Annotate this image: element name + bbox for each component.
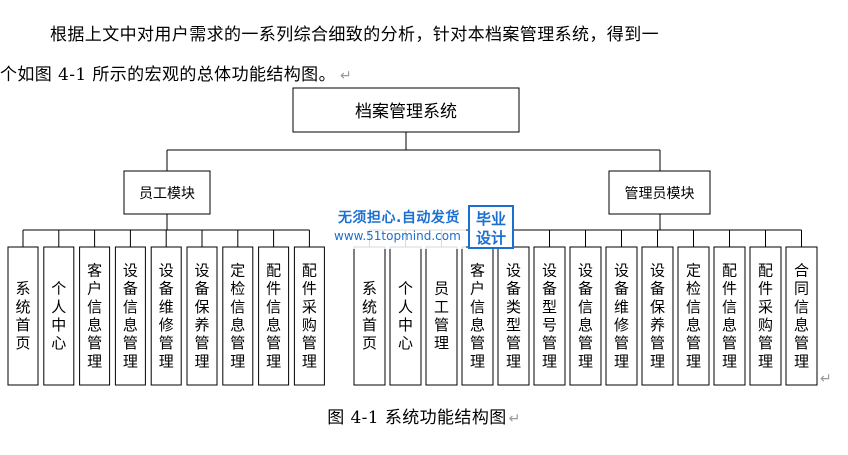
watermark-badge: 毕业 设计	[468, 205, 514, 249]
watermark-text-block: 无须担心.自动发货 www.51topmind.com	[330, 203, 466, 249]
admin-leaf-label: 配件信息管理	[722, 261, 737, 370]
caption-text: 图 4-1 系统功能结构图	[327, 408, 507, 428]
staff-leaf-label: 配件采购管理	[302, 261, 317, 370]
staff-leaf-label: 系统首页	[15, 280, 30, 353]
staff-leaf-box	[293, 246, 325, 386]
watermark-badge-line-1: 毕业	[475, 210, 506, 228]
watermark: 无须担心.自动发货 www.51topmind.com 毕业 设计	[330, 203, 516, 249]
staff-leaf-label: 定检信息管理	[230, 261, 245, 370]
staff-leaf-label: 设备维修管理	[159, 261, 174, 370]
end-paragraph-mark: ↵	[820, 371, 832, 387]
staff-leaf-label: 配件信息管理	[266, 261, 281, 370]
admin-leaf-label: 员工管理	[434, 280, 449, 353]
admin-leaf-box	[497, 246, 530, 386]
staff-module-box	[123, 170, 211, 215]
admin-leaf-label: 设备型号管理	[542, 261, 557, 370]
admin-leaf-label: 个人中心	[398, 280, 413, 353]
staff-leaf-box	[43, 246, 75, 386]
paragraph-line-2: 个如图 4-1 所示的宏观的总体功能结构图。↵	[0, 60, 352, 85]
admin-leaf-box	[353, 246, 386, 386]
admin-leaf-label: 客户信息管理	[470, 261, 485, 370]
admin-leaf-box	[461, 246, 494, 386]
caption-mark: ↵	[508, 411, 521, 427]
admin-module-label: 管理员模块	[625, 186, 695, 202]
admin-leaf-box	[569, 246, 602, 386]
admin-leaf-label: 配件采购管理	[758, 261, 773, 370]
paragraph-mark: ↵	[339, 68, 353, 84]
staff-leaf-label: 个人中心	[51, 280, 66, 353]
staff-leaf-box	[79, 246, 111, 386]
admin-leaf-label: 定检信息管理	[686, 261, 701, 370]
admin-module-box	[608, 170, 711, 215]
staff-leaf-box	[258, 246, 290, 386]
admin-leaf-label: 系统首页	[362, 280, 377, 353]
paragraph-text-2: 个如图 4-1 所示的宏观的总体功能结构图。	[0, 65, 336, 85]
staff-leaf-label: 设备保养管理	[194, 261, 209, 370]
watermark-line-2: www.51topmind.com	[334, 229, 461, 243]
admin-leaf-label: 设备类型管理	[506, 261, 521, 370]
admin-leaf-box	[641, 246, 674, 386]
staff-leaf-box	[186, 246, 218, 386]
staff-module-label: 员工模块	[139, 186, 195, 202]
paragraph-text-1: 根据上文中对用户需求的一系列综合细致的分析，针对本档案管理系统，得到一	[50, 25, 659, 45]
root-label: 档案管理系统	[355, 102, 457, 122]
admin-leaf-box	[533, 246, 566, 386]
admin-leaf-box	[713, 246, 746, 386]
watermark-badge-line-2: 设计	[475, 229, 506, 247]
admin-leaf-label: 设备保养管理	[650, 261, 665, 370]
staff-leaf-label: 设备信息管理	[123, 261, 138, 370]
staff-leaf-box	[222, 246, 254, 386]
admin-leaf-label: 设备维修管理	[614, 261, 629, 370]
admin-leaf-box	[677, 246, 710, 386]
admin-leaf-box	[605, 246, 638, 386]
staff-leaf-box	[114, 246, 146, 386]
staff-leaf-label: 客户信息管理	[87, 261, 102, 370]
staff-leaf-box	[150, 246, 182, 386]
watermark-line-1: 无须担心.自动发货	[338, 210, 460, 226]
root-box	[292, 87, 520, 133]
paragraph-line-1: 根据上文中对用户需求的一系列综合细致的分析，针对本档案管理系统，得到一	[50, 20, 659, 45]
staff-leaf-box	[7, 246, 39, 386]
admin-leaf-box	[785, 246, 818, 386]
admin-leaf-label: 合同信息管理	[794, 261, 809, 370]
admin-leaf-box	[749, 246, 782, 386]
admin-leaf-label: 设备信息管理	[578, 261, 593, 370]
figure-caption: 图 4-1 系统功能结构图↵	[0, 403, 848, 428]
